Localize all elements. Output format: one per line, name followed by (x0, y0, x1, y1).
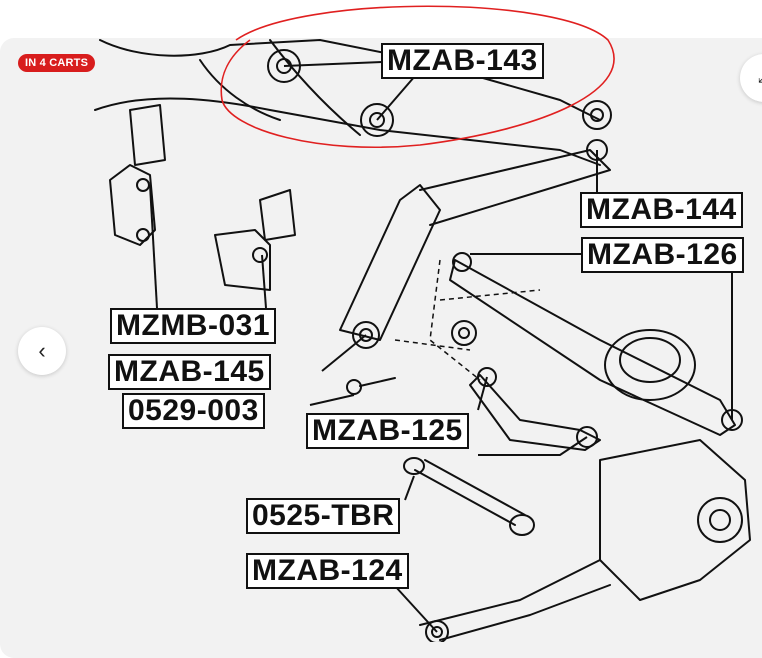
previous-image-button[interactable]: ‹ (18, 327, 66, 375)
annotation-circle (220, 5, 615, 149)
label-mzab-126: MZAB-126 (581, 237, 744, 273)
expand-image-button[interactable]: ⤢ (740, 54, 762, 102)
label-mzab-144: MZAB-144 (580, 192, 743, 228)
label-mzab-145: MZAB-145 (108, 354, 271, 390)
suspension-diagram (94, 5, 751, 642)
label-mzab-143: MZAB-143 (381, 43, 544, 79)
expand-icon: ⤢ (758, 69, 762, 87)
label-mzmb-031: MZMB-031 (110, 308, 277, 344)
label-mzab-124: MZAB-124 (246, 553, 409, 589)
chevron-left-icon: ‹ (38, 338, 46, 363)
in-carts-badge: IN 4 CARTS (18, 54, 96, 72)
label-0525-tbr: 0525-TBR (246, 498, 401, 534)
label-mzab-125: MZAB-125 (306, 413, 469, 449)
label-0529-003: 0529-003 (122, 393, 265, 429)
